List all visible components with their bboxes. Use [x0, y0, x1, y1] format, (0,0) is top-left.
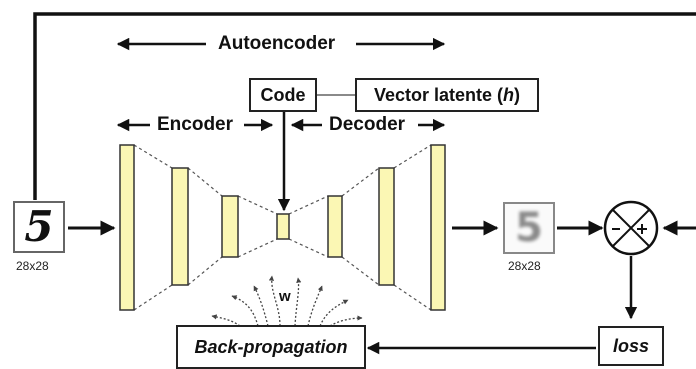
latent-vector-prefix: Vector latente ( [373, 84, 504, 105]
encoder-layer-3 [221, 195, 239, 258]
latent-vector-var: h [503, 84, 515, 105]
decoder-layer-3 [430, 144, 446, 311]
backprop-label: Back-propagation [194, 336, 348, 357]
decoder-layer-1 [327, 195, 343, 258]
weights-label: w [279, 288, 291, 305]
backprop-box: Back-propagation [176, 325, 366, 369]
code-label: Code [260, 84, 306, 105]
loss-label: loss [612, 335, 650, 356]
latent-vector-suffix: ) [514, 84, 521, 105]
code-box: Code [249, 78, 317, 112]
output-digit: 5 [515, 205, 543, 251]
decoder-layer-2 [378, 167, 395, 286]
encoder-layer-1 [119, 144, 135, 311]
network-layers [119, 144, 446, 311]
autoencoder-label: Autoencoder [218, 33, 336, 54]
encoder-label: Encoder [157, 114, 234, 135]
encoder-layer-2 [171, 167, 189, 286]
latent-vector-box: Vector latente (h) [355, 78, 539, 112]
loss-box: loss [598, 326, 664, 366]
output-size-label: 28x28 [508, 259, 541, 273]
feedback-line [33, 12, 696, 200]
decoder-label: Decoder [329, 114, 406, 135]
layer-connectors [133, 144, 432, 311]
code-layer [276, 213, 290, 240]
input-size-label: 28x28 [16, 259, 49, 273]
weight-update-arrows [211, 275, 363, 327]
input-digit: 5 [24, 202, 54, 251]
input-image: 5 [13, 201, 65, 253]
circle-cross-icon [603, 200, 659, 256]
output-image: 5 [503, 202, 555, 254]
